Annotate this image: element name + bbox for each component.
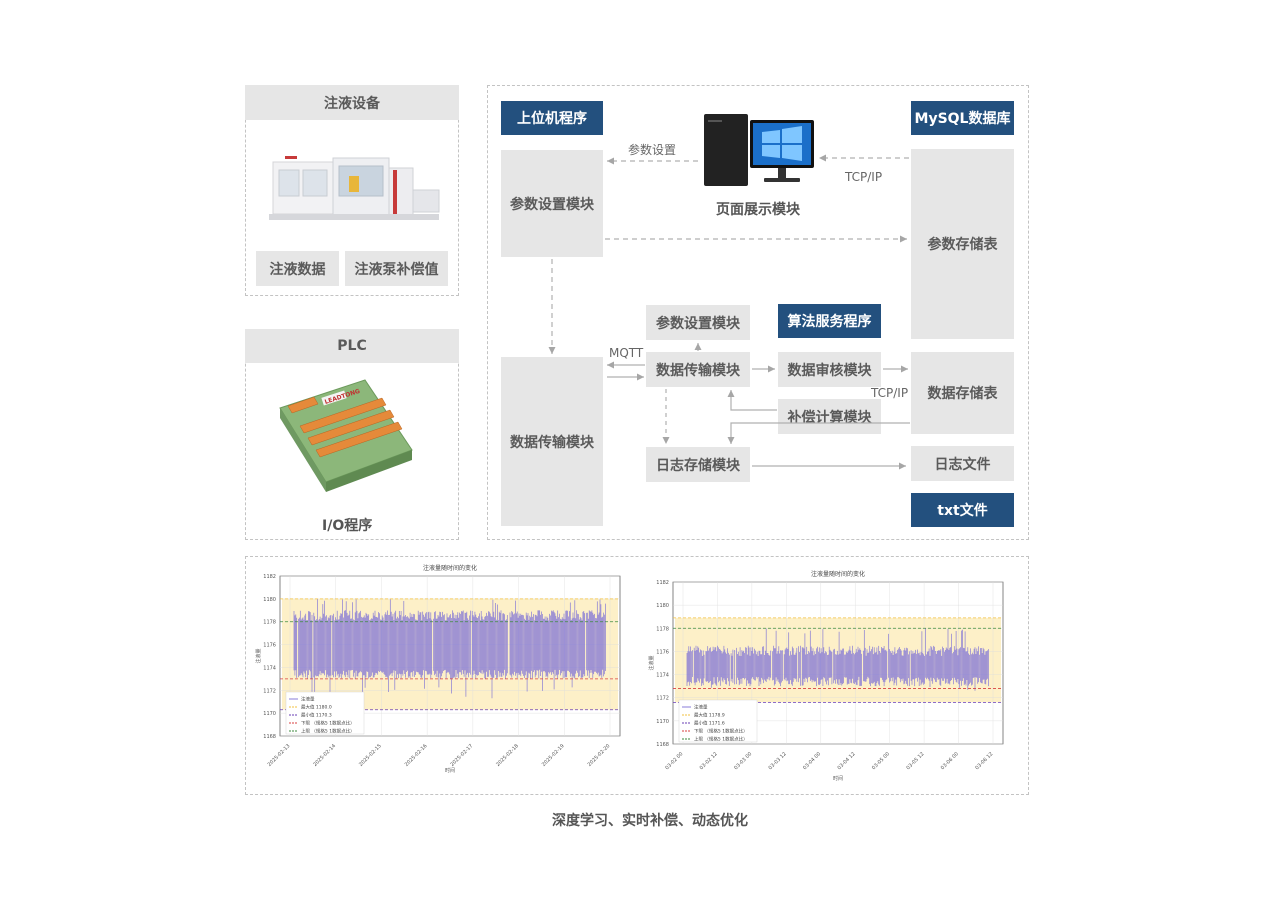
series-line [686, 628, 989, 691]
log-storage-module[interactable]: 日志存储模块 [646, 447, 750, 482]
host-program-title: 上位机程序 [501, 101, 603, 135]
chart-title: 注液量随时间的变化 [811, 570, 865, 578]
x-tick-label: 2025-02-15 [358, 743, 383, 768]
legend-label: 最大值 1178.9 [694, 712, 725, 719]
x-tick-label: 03-04 12 [836, 751, 856, 771]
x-axis-label: 时间 [445, 767, 455, 774]
txt-file-title: txt文件 [911, 493, 1014, 527]
injection-pump-compensation-button[interactable]: 注液泵补偿值 [345, 251, 448, 286]
x-tick-label: 03-05 00 [871, 751, 891, 771]
data-audit-module[interactable]: 数据审核模块 [778, 352, 881, 387]
host-transfer-module[interactable]: 数据传输模块 [501, 357, 603, 526]
tcpip-label-top: TCP/IP [845, 170, 883, 184]
legend-label: 上限 （规格5 1数据点比） [301, 728, 355, 735]
y-tick-label: 1168 [263, 734, 276, 740]
x-tick-label: 2025-02-14 [312, 743, 337, 768]
algo-param-module[interactable]: 参数设置模块 [646, 305, 750, 340]
param-setting-label: 参数设置 [628, 143, 677, 157]
host-param-module[interactable]: 参数设置模块 [501, 150, 603, 257]
y-axis-label: 注液量 [648, 655, 655, 670]
y-tick-label: 1178 [656, 626, 669, 632]
system-panel [487, 85, 1029, 540]
x-tick-label: 2025-02-19 [541, 743, 566, 768]
legend-label: 注液量 [301, 696, 315, 703]
x-tick-label: 2025-02-16 [404, 743, 429, 768]
legend-label: 最小值 1170.3 [301, 712, 332, 719]
plc-caption: I/O程序 [322, 518, 373, 534]
page-display-module: 页面展示模块 [716, 202, 800, 218]
y-tick-label: 1180 [263, 597, 276, 603]
data-storage-table[interactable]: 数据存储表 [911, 352, 1014, 434]
log-file[interactable]: 日志文件 [911, 446, 1014, 481]
legend-label: 注液量 [694, 704, 708, 711]
chart-left: 注液量随时间的变化 1168 1170 1172 1174 1176 1178 1180 118… [255, 564, 621, 774]
chart-right: 注液量随时间的变化 1168 1170 1172 1174 1176 1178 1180 118… [648, 570, 1004, 782]
legend-label: 最小值 1171.6 [694, 720, 725, 727]
x-tick-label: 2025-02-13 [267, 743, 292, 768]
x-tick-label: 03-05 12 [905, 751, 925, 771]
algorithm-service-title: 算法服务程序 [778, 304, 881, 338]
x-tick-label: 03-03 00 [733, 751, 753, 771]
y-tick-label: 1172 [656, 696, 669, 702]
x-tick-label: 03-06 12 [974, 751, 994, 771]
injection-data-button[interactable]: 注液数据 [256, 251, 339, 286]
tcpip-label-mid: TCP/IP [871, 386, 909, 400]
x-tick-label: 2025-02-20 [587, 743, 612, 768]
x-tick-label: 03-06 00 [940, 751, 960, 771]
x-tick-label: 03-03 12 [768, 751, 788, 771]
series-line [293, 599, 606, 699]
y-tick-label: 1172 [263, 688, 276, 694]
y-tick-label: 1170 [263, 711, 276, 717]
y-tick-label: 1176 [263, 643, 276, 649]
charts-panel [245, 556, 1029, 795]
io-board-illustration: LEADTONG [279, 379, 413, 492]
legend-label: 最大值 1180.0 [301, 704, 332, 711]
compensation-module[interactable]: 补偿计算模块 [778, 399, 881, 434]
plc-title: PLC [245, 329, 459, 363]
y-tick-label: 1176 [656, 649, 669, 655]
mysql-title: MySQL数据库 [911, 101, 1014, 135]
y-tick-label: 1168 [656, 742, 669, 748]
y-tick-label: 1178 [263, 620, 276, 626]
computer-icon [704, 114, 814, 186]
y-tick-label: 1182 [263, 574, 276, 580]
mqtt-label: MQTT [609, 346, 644, 360]
chart-title: 注液量随时间的变化 [423, 564, 477, 572]
x-axis-label: 时间 [833, 775, 843, 782]
injection-machine-illustration [269, 156, 440, 220]
param-storage-table[interactable]: 参数存储表 [911, 149, 1014, 339]
y-tick-label: 1180 [656, 603, 669, 609]
x-tick-label: 2025-02-18 [495, 743, 520, 768]
y-axis-label: 注液量 [255, 648, 262, 663]
legend-label: 下限 （规格5 1数据点比） [694, 728, 748, 735]
legend-box [678, 699, 758, 743]
y-tick-label: 1182 [656, 580, 669, 586]
x-tick-label: 03-04 00 [802, 751, 822, 771]
legend-label: 下限 （规格5 1数据点比） [301, 720, 355, 727]
x-tick-label: 03-02 12 [699, 751, 719, 771]
x-tick-label: 03-02 00 [664, 751, 684, 771]
footer-caption: 深度学习、实时补偿、动态优化 [552, 813, 748, 829]
legend-label: 上限 （规格5 1数据点比） [694, 736, 748, 743]
legend-box [285, 691, 365, 735]
y-tick-label: 1170 [656, 719, 669, 725]
algo-transfer-module[interactable]: 数据传输模块 [646, 352, 750, 387]
y-tick-label: 1174 [263, 665, 276, 671]
injection-title: 注液设备 [245, 85, 459, 120]
x-tick-label: 2025-02-17 [449, 743, 474, 768]
y-tick-label: 1174 [656, 673, 669, 679]
